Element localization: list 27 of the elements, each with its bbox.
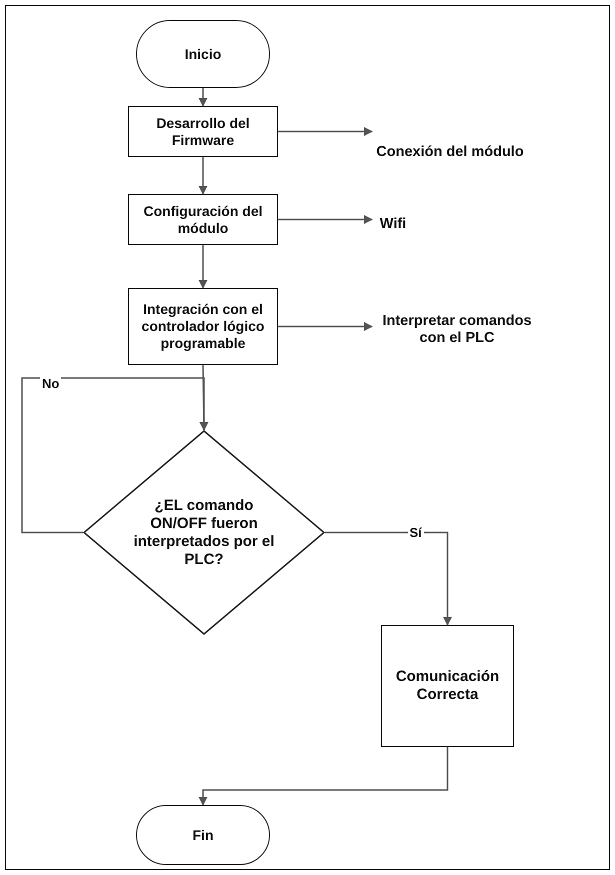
node-label: Fin xyxy=(192,826,214,844)
process-box xyxy=(128,288,278,365)
arrow xyxy=(198,88,208,107)
annotation-text: Interpretar comandos con el PLC xyxy=(381,312,533,348)
process-box xyxy=(381,625,514,747)
node-label: Integración con el controlador lógico programable xyxy=(140,301,266,352)
arrow xyxy=(278,322,373,331)
arrow xyxy=(278,127,373,136)
annotation-text: Conexión del módulo xyxy=(376,144,524,162)
arrow xyxy=(325,532,452,626)
edge-label: Sí xyxy=(408,524,424,540)
process-box xyxy=(128,106,278,157)
node-label: ¿EL comando ON/OFF fueron interpretados por el PLC? xyxy=(132,496,276,568)
annotation-text: Wifi xyxy=(380,216,406,234)
arrow xyxy=(278,215,373,224)
node-label: Configuración del módulo xyxy=(142,202,264,236)
arrow xyxy=(198,747,448,806)
process-box xyxy=(128,194,278,245)
terminal-shape xyxy=(136,805,270,865)
terminal-shape xyxy=(136,20,270,88)
node-label: Desarrollo del Firmware xyxy=(155,114,251,148)
edge-label: No xyxy=(40,376,62,391)
arrow xyxy=(21,377,208,534)
arrow xyxy=(198,157,208,195)
arrow xyxy=(198,245,208,289)
node-label: Inicio xyxy=(184,46,222,62)
node-label: Comunicación Correcta xyxy=(394,668,500,704)
